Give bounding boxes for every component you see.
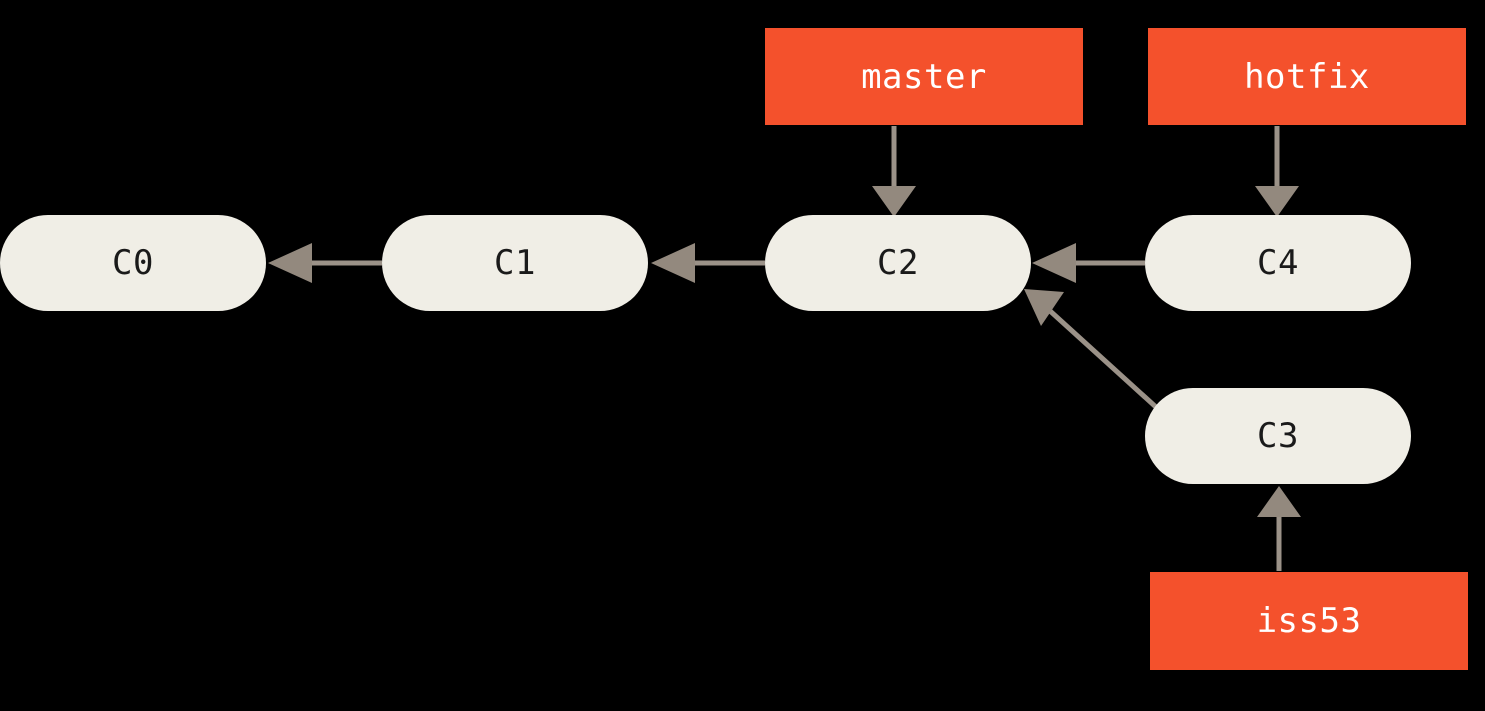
edge-hotfix-to-c4 [1255, 126, 1299, 217]
edge-c3-to-c2 [1024, 289, 1159, 410]
edge-iss53-to-c3 [1257, 486, 1301, 571]
edge-master-to-c2 [872, 126, 916, 217]
commit-label: C3 [1257, 416, 1299, 456]
commit-node-c0[interactable]: C0 [0, 215, 266, 311]
commit-label: C1 [494, 243, 536, 283]
branch-label-hotfix[interactable]: hotfix [1148, 28, 1466, 125]
edge-c4-to-c2 [1032, 243, 1145, 283]
commit-label: C4 [1257, 243, 1299, 283]
branch-name: master [861, 56, 987, 97]
commit-node-c3[interactable]: C3 [1145, 388, 1411, 484]
branch-label-master[interactable]: master [765, 28, 1083, 125]
commit-node-c4[interactable]: C4 [1145, 215, 1411, 311]
commit-label: C2 [877, 243, 919, 283]
branch-name: iss53 [1256, 601, 1362, 641]
branch-name: hotfix [1244, 56, 1370, 97]
branch-label-iss53[interactable]: iss53 [1150, 572, 1468, 670]
commit-node-c1[interactable]: C1 [382, 215, 648, 311]
edge-c1-to-c0 [268, 243, 382, 283]
commit-label: C0 [112, 243, 154, 283]
commit-node-c2[interactable]: C2 [765, 215, 1031, 311]
edge-c2-to-c1 [651, 243, 765, 283]
